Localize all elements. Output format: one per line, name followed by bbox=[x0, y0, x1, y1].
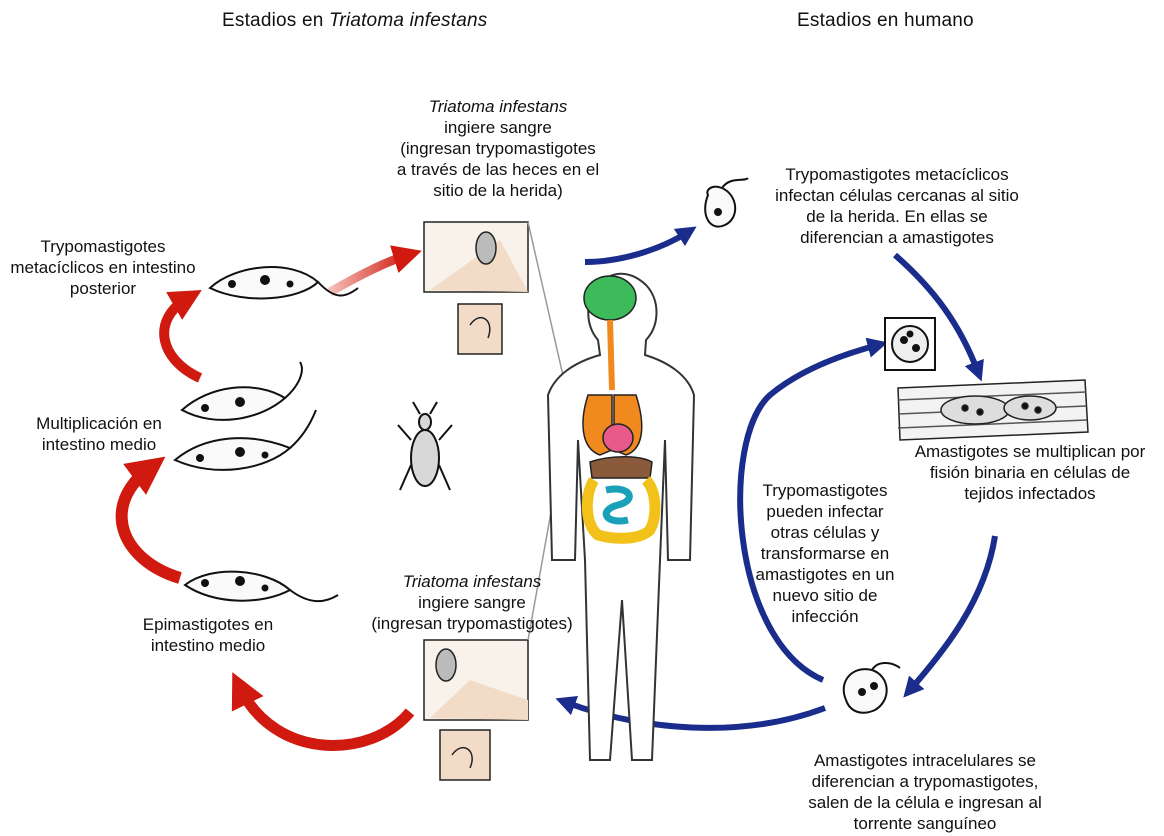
bite-inset-top bbox=[424, 222, 564, 380]
label-metacyclic-human: Trypomastigotes metacíclicos infectan cé… bbox=[752, 164, 1042, 248]
infected-cell-inset bbox=[885, 318, 935, 370]
metacyclic-trypomastigote-human bbox=[705, 178, 748, 227]
label-amastigotes-multiply: Amastigotes se multiplican por fisión bi… bbox=[900, 441, 1160, 504]
label-insect-bloodmeal-top: Triatoma infestans ingiere sangre (ingre… bbox=[388, 96, 608, 201]
human-body-outline bbox=[548, 274, 694, 760]
arrow-bloodmeal-to-epi bbox=[240, 688, 410, 745]
label-reinfection: Trypomastigotes pueden infectar otras cé… bbox=[740, 480, 910, 627]
epimastigote bbox=[185, 572, 338, 602]
intracellular-trypomastigote bbox=[844, 663, 900, 713]
label-metacyclic-insect: Trypomastigotes metacíclicos en intestin… bbox=[8, 236, 198, 299]
muscle-tissue-amastigotes bbox=[898, 380, 1088, 440]
arrow-multiplication-to-metacyclic bbox=[164, 298, 200, 378]
triatoma-bug-icon bbox=[398, 402, 452, 490]
arrow-epi-to-multiplication bbox=[122, 468, 180, 578]
metacyclic-trypomastigote-insect bbox=[210, 267, 358, 298]
label-intracellular: Amastigotes intracelulares se diferencia… bbox=[790, 750, 1060, 834]
label-multiplication: Multiplicación en intestino medio bbox=[24, 413, 174, 455]
arrow-bite-to-infection bbox=[585, 232, 688, 262]
arrow-to-insect-bloodmeal bbox=[330, 255, 408, 292]
label-epimastigotes: Epimastigotes en intestino medio bbox=[128, 614, 288, 656]
label-insect-bloodmeal-bottom: Triatoma infestans ingiere sangre (ingre… bbox=[362, 571, 582, 634]
arrow-multiply-to-intracellular bbox=[910, 536, 995, 690]
